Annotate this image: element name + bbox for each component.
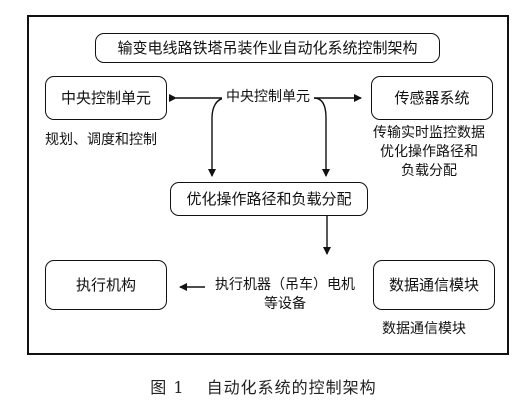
sensor-desc: 传输实时监控数据 优化操作路径和 负载分配 — [356, 124, 502, 181]
title-text: 输变电线路铁塔吊装作业自动化系统控制架构 — [117, 38, 418, 57]
actuator-box: 执行机构 — [45, 260, 167, 310]
data-comm-box: 数据通信模块 — [373, 260, 495, 310]
figure-caption: 图 1 自动化系统的控制架构 — [0, 374, 527, 398]
sensor-to-optimize-arrow — [313, 97, 330, 177]
central-control-label: 中央控制单元 — [60, 88, 151, 107]
data-comm-desc: 数据通信模块 — [382, 320, 466, 339]
figure-number: 图 1 — [150, 378, 185, 397]
actuator-link-line-1: 执行机器（吊车）电机 — [215, 277, 355, 293]
data-comm-label: 数据通信模块 — [388, 275, 479, 294]
central-link-label: 中央控制单元 — [222, 88, 314, 107]
title-box: 输变电线路铁塔吊装作业自动化系统控制架构 — [95, 33, 440, 63]
optimize-label: 优化操作路径和负载分配 — [186, 189, 352, 208]
central-control-box: 中央控制单元 — [45, 76, 167, 120]
sensor-desc-line-2: 优化操作路径和 — [380, 143, 478, 160]
sensor-desc-line-3: 负载分配 — [401, 162, 457, 179]
sensor-system-label: 传感器系统 — [394, 88, 470, 107]
optimize-box: 优化操作路径和负载分配 — [170, 182, 368, 216]
central-desc: 规划、调度和控制 — [45, 131, 157, 150]
figure-caption-text: 自动化系统的控制架构 — [206, 378, 377, 397]
sensor-system-box: 传感器系统 — [371, 76, 493, 120]
diagram-frame — [27, 15, 509, 355]
actuator-link-label: 执行机器（吊车）电机 等设备 — [205, 276, 365, 314]
actuator-label: 执行机构 — [75, 275, 136, 294]
actuator-link-line-2: 等设备 — [264, 295, 306, 312]
central-to-optimize-arrow — [208, 97, 227, 177]
sensor-desc-line-1: 传输实时监控数据 — [373, 125, 485, 141]
